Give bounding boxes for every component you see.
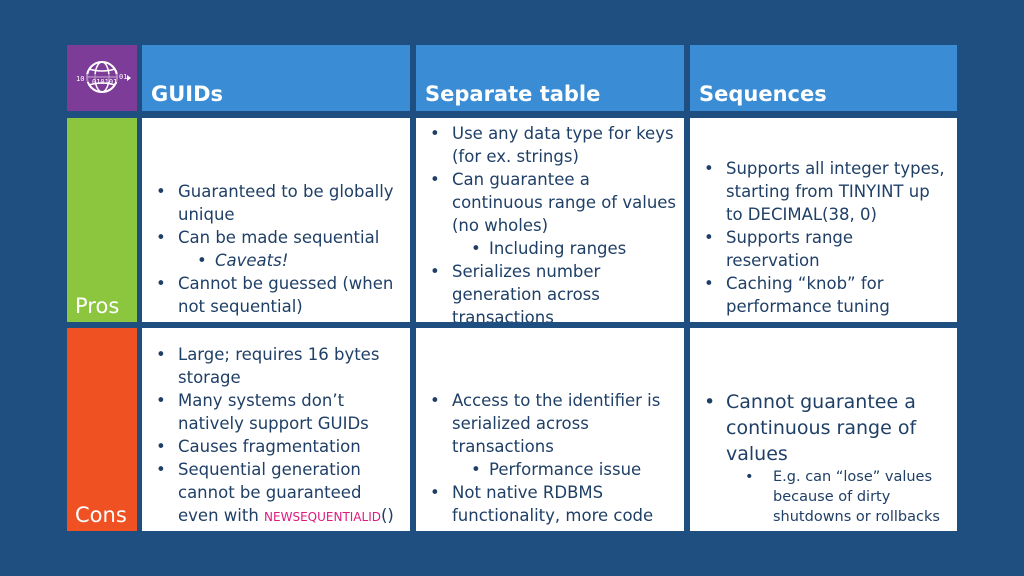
row-label-pros-text: Pros xyxy=(75,294,120,318)
cons-sequences-cell: Cannot guarantee a continuous range of v… xyxy=(690,328,957,531)
list-item: Cannot be guessed (when not sequential) xyxy=(150,272,404,318)
header-sequences-label: Sequences xyxy=(699,82,827,106)
list-item: Access to the identifier is serialized a… xyxy=(424,389,678,458)
list-item: Serializes number generation across tran… xyxy=(424,260,678,322)
row-label-cons-text: Cons xyxy=(75,503,127,527)
binary-globe-icon: 10 010101 01 xyxy=(76,61,131,93)
list-item: Use any data type for keys (for ex. stri… xyxy=(424,122,678,168)
parens-text: () xyxy=(380,506,394,525)
newsequentialid-keyword: NEWSEQUENTIALID xyxy=(264,510,381,524)
header-guids-label: GUIDs xyxy=(151,82,224,106)
svg-text:01: 01 xyxy=(119,73,127,81)
pros-guids-cell: Guaranteed to be globally unique Can be … xyxy=(142,118,410,322)
svg-text:10: 10 xyxy=(76,75,84,83)
list-item: Many systems don’t natively support GUID… xyxy=(150,389,404,435)
list-item: Not native RDBMS functionality, more cod… xyxy=(424,481,678,527)
pros-separate-table-cell: Use any data type for keys (for ex. stri… xyxy=(416,118,684,322)
list-item: Performance issue xyxy=(424,458,678,481)
list-item: E.g. can “lose” values because of dirty … xyxy=(698,467,951,527)
row-label-pros: Pros xyxy=(67,118,137,322)
sequential-generation-text: Sequential generation cannot be guarante… xyxy=(178,460,362,525)
cons-separate-table-cell: Access to the identifier is serialized a… xyxy=(416,328,684,531)
svg-text:010101: 010101 xyxy=(92,78,117,86)
list-item: Causes fragmentation xyxy=(150,435,404,458)
list-item: Caching “knob” for performance tuning xyxy=(698,272,951,318)
header-separate-table-label: Separate table xyxy=(425,82,601,106)
list-item: Sequential generation cannot be guarante… xyxy=(150,458,404,529)
cons-separate-table-list: Access to the identifier is serialized a… xyxy=(424,389,678,527)
pros-separate-table-list: Use any data type for keys (for ex. stri… xyxy=(424,122,678,322)
cons-guids-cell: Large; requires 16 bytes storage Many sy… xyxy=(142,328,410,531)
list-item: Caveats! xyxy=(150,249,404,272)
header-guids: GUIDs xyxy=(142,45,410,111)
header-sequences: Sequences xyxy=(690,45,957,111)
pros-guids-list: Guaranteed to be globally unique Can be … xyxy=(150,180,404,318)
list-item: Including ranges xyxy=(424,237,678,260)
logo-cell: 10 010101 01 xyxy=(67,45,137,111)
list-item: Supports range reservation xyxy=(698,226,951,272)
cons-guids-list: Large; requires 16 bytes storage Many sy… xyxy=(150,343,404,529)
row-label-cons: Cons xyxy=(67,328,137,531)
list-item: Cannot guarantee a continuous range of v… xyxy=(698,389,951,467)
cons-sequences-list: Cannot guarantee a continuous range of v… xyxy=(698,389,951,527)
pros-sequences-list: Supports all integer types, starting fro… xyxy=(698,157,951,318)
list-item: Can be made sequential xyxy=(150,226,404,249)
list-item: Can guarantee a continuous range of valu… xyxy=(424,168,678,237)
list-item: Large; requires 16 bytes storage xyxy=(150,343,404,389)
list-item: Guaranteed to be globally unique xyxy=(150,180,404,226)
list-item: Supports all integer types, starting fro… xyxy=(698,157,951,226)
pros-sequences-cell: Supports all integer types, starting fro… xyxy=(690,118,957,322)
header-separate-table: Separate table xyxy=(416,45,684,111)
